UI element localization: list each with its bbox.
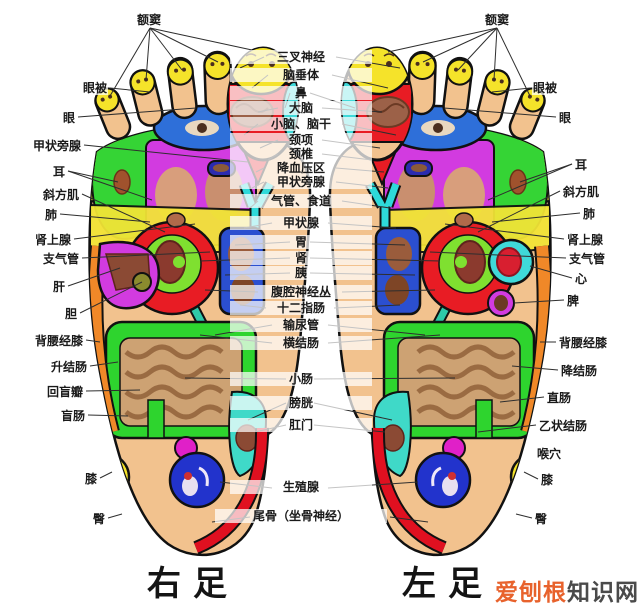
label-kidney: 肾 (230, 251, 372, 265)
label-hip-left: 臀 (91, 512, 106, 526)
label-trapezius-left: 斜方肌 (41, 188, 80, 202)
label-celiac-plexus: 腹腔神经丛 (230, 285, 372, 299)
label-hip-right: 臀 (534, 512, 549, 526)
label-lung-right: 肺 (582, 207, 597, 221)
label-lung-left: 肺 (43, 208, 58, 222)
watermark-red-part: 爱刨根 (495, 579, 567, 605)
label-gonad: 生殖腺 (230, 480, 372, 494)
label-eyelid-left: 眼被 (81, 81, 108, 95)
label-nose: 鼻 (230, 86, 372, 100)
label-duodenum: 十二指肠 (230, 301, 372, 315)
label-knee-left: 膝 (83, 472, 98, 486)
label-bronchus-left: 支气管 (41, 252, 80, 266)
label-eyelid-right: 眼被 (532, 81, 559, 95)
label-small-intestine: 小肠 (230, 372, 372, 386)
label-ileocecal-valve: 回盲瓣 (45, 385, 84, 399)
label-rectum: 直肠 (546, 391, 573, 405)
label-liver: 肝 (51, 280, 66, 294)
label-stomach: 胃 (230, 235, 372, 249)
label-blood-pressure-area: 降血压区 (230, 161, 372, 175)
label-sigmoid-colon: 乙状结肠 (538, 419, 589, 433)
label-eye-right: 眼 (558, 111, 573, 125)
label-bladder: 膀胱 (230, 396, 372, 410)
label-spleen: 脾 (566, 294, 581, 308)
label-trachea-esophagus: 气管、食道 (230, 194, 372, 208)
title-left-foot: 左足 (402, 566, 494, 603)
label-adrenal-left: 肾上腺 (33, 233, 72, 247)
label-gallbladder: 胆 (63, 307, 78, 321)
label-cerebrum: 大脑 (230, 101, 372, 115)
label-heart: 心 (574, 272, 589, 286)
label-adrenal-right: 肾上腺 (566, 233, 605, 247)
label-ureter: 输尿管 (230, 318, 372, 332)
label-bronchus-right: 支气管 (568, 252, 607, 266)
label-frontal-sinus-right: 额窦 (484, 13, 511, 27)
label-transverse-colon: 横结肠 (230, 336, 372, 350)
label-neck: 颈项 (230, 133, 372, 147)
label-parathyroid-center: 甲状旁腺 (230, 175, 372, 189)
label-descending-colon: 降结肠 (560, 364, 599, 378)
label-knee-right: 膝 (540, 473, 555, 487)
label-back-waist-knee-right: 背腰经膝 (558, 336, 609, 350)
label-parathyroid-left: 甲状旁腺 (31, 139, 82, 153)
label-ear-right: 耳 (574, 158, 589, 172)
label-cervical-vertebrae: 颈椎 (230, 147, 372, 161)
label-ear-left: 耳 (51, 165, 66, 179)
label-back-waist-knee-left: 背腰经膝 (33, 334, 84, 348)
label-anus: 肛门 (230, 418, 372, 432)
label-thyroid: 甲状腺 (230, 216, 372, 230)
label-throat-point: 喉穴 (536, 447, 563, 461)
label-trapezius-right: 斜方肌 (562, 185, 601, 199)
watermark: 爱刨根知识网 (495, 573, 639, 607)
label-cecum: 盲肠 (59, 409, 86, 423)
watermark-dark-part: 知识网 (567, 579, 639, 605)
title-right-foot: 右足 (147, 566, 239, 603)
label-pancreas: 胰 (230, 266, 372, 280)
label-frontal-sinus-left: 额窦 (135, 13, 162, 27)
label-eye-left: 眼 (61, 111, 76, 125)
label-coccyx-sciatic-nerve: 尾骨（坐骨神经） (215, 509, 387, 523)
label-pituitary: 脑垂体 (230, 68, 372, 82)
label-ascending-colon: 升结肠 (49, 360, 88, 374)
label-trigeminal-nerve: 三叉神经 (230, 50, 372, 64)
label-cerebellum-brainstem: 小脑、脑干 (230, 117, 372, 131)
